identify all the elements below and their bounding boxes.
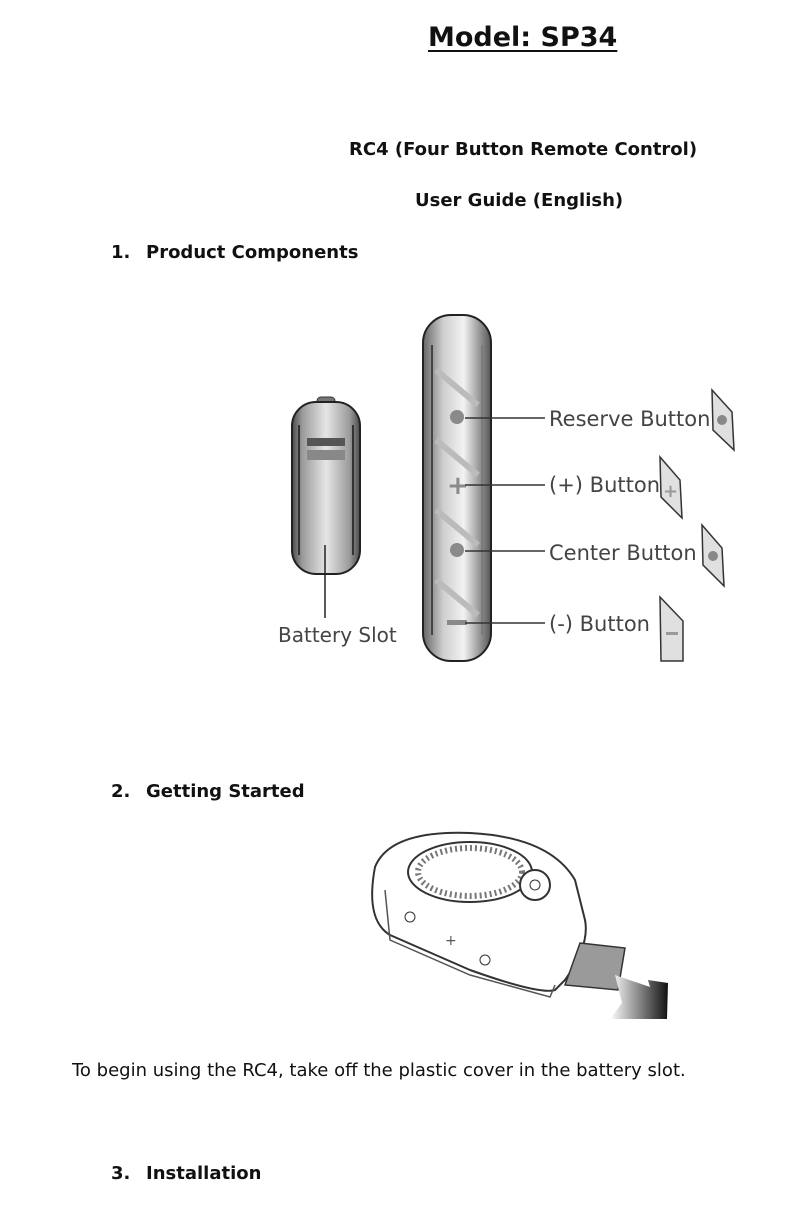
model-title: Model: SP34 bbox=[428, 22, 618, 53]
center-button-label: Center Button bbox=[549, 541, 697, 565]
section-number: 3. bbox=[111, 1163, 131, 1184]
svg-text:+: + bbox=[445, 933, 457, 949]
guide-title: User Guide (English) bbox=[415, 190, 624, 211]
getting-started-text: To begin using the RC4, take off the pla… bbox=[72, 1060, 686, 1081]
product-components-diagram: Battery Slot + Reserve Button (+) Button… bbox=[278, 314, 735, 662]
section-heading-installation: 3. Installation bbox=[111, 1163, 261, 1184]
remove-cover-illustration: + bbox=[371, 831, 668, 1019]
section-heading-getting-started: 2. Getting Started bbox=[111, 781, 305, 802]
section-number: 2. bbox=[111, 781, 131, 802]
center-button-shape bbox=[701, 522, 725, 588]
reserve-dot-icon bbox=[450, 410, 464, 424]
battery-slot-label: Battery Slot bbox=[278, 623, 397, 647]
section-heading-product-components: 1. Product Components bbox=[111, 242, 358, 263]
svg-text:+: + bbox=[663, 481, 678, 502]
minus-button-shape bbox=[659, 595, 684, 662]
section-title: Product Components bbox=[146, 242, 359, 263]
section-title: Getting Started bbox=[146, 781, 305, 802]
reserve-button-label: Reserve Button bbox=[549, 407, 710, 431]
plus-icon: + bbox=[447, 471, 469, 501]
remote-front-view: + bbox=[422, 314, 492, 662]
plus-button-shape: + bbox=[659, 454, 683, 520]
center-dot-icon bbox=[450, 543, 464, 557]
product-title: RC4 (Four Button Remote Control) bbox=[349, 139, 698, 160]
minus-icon bbox=[447, 620, 467, 625]
minus-button-label: (-) Button bbox=[549, 612, 650, 636]
section-number: 1. bbox=[111, 242, 131, 263]
reserve-button-shape bbox=[711, 388, 735, 452]
battery-side-view bbox=[291, 396, 361, 618]
section-title: Installation bbox=[146, 1163, 262, 1184]
plus-button-label: (+) Button bbox=[549, 473, 660, 497]
